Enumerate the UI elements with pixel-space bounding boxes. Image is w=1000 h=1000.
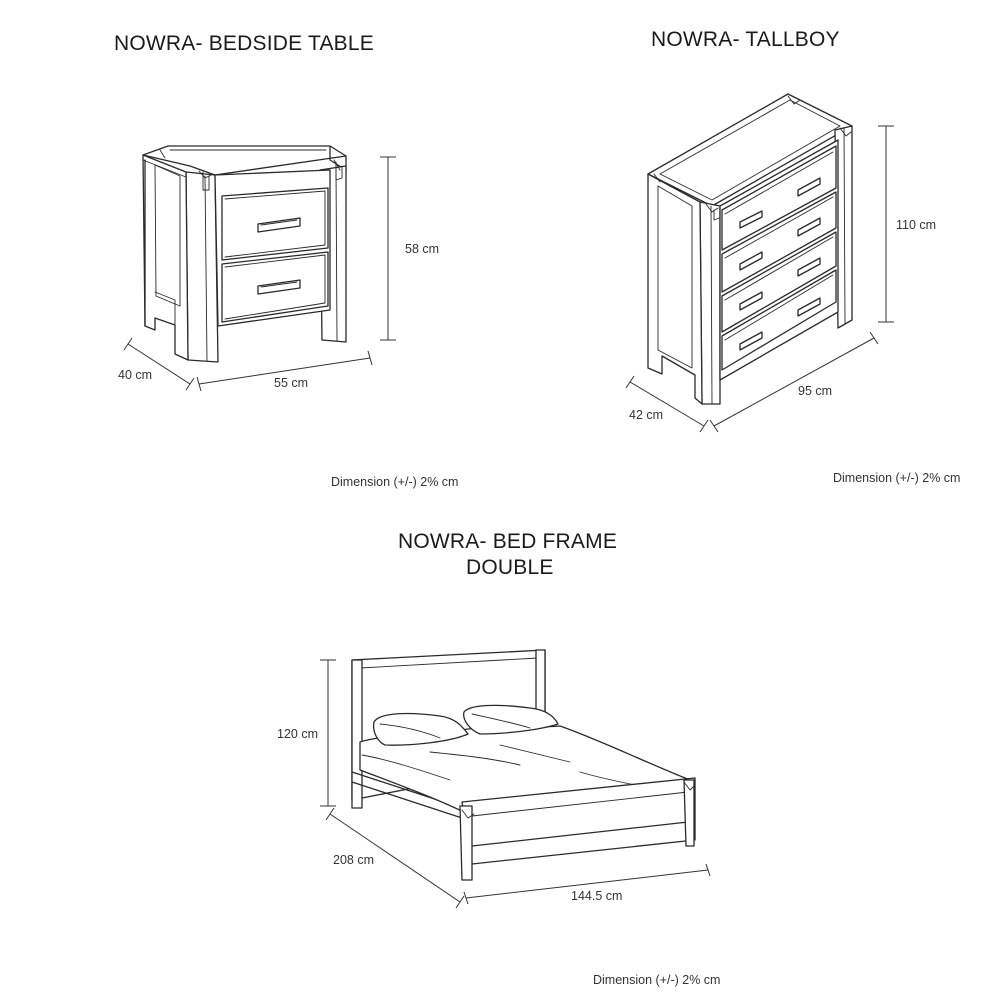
bed-tolerance-note: Dimension (+/-) 2% cm bbox=[593, 973, 721, 987]
tallboy-drawing bbox=[647, 93, 853, 405]
tallboy-title: NOWRA- TALLBOY bbox=[651, 28, 840, 51]
bed-dimension-lines bbox=[320, 659, 711, 909]
bedside-title: NOWRA- BEDSIDE TABLE bbox=[114, 32, 374, 55]
bedside-depth-label: 40 cm bbox=[118, 368, 153, 382]
bedside-width-label: 55 cm bbox=[274, 376, 309, 390]
bed-height-label: 120 cm bbox=[277, 727, 318, 741]
bed-title-line1: NOWRA- BED FRAME bbox=[398, 530, 618, 553]
tallboy-depth-label: 42 cm bbox=[629, 408, 664, 422]
tallboy-dimension-lines bbox=[625, 125, 894, 433]
tallboy-width-label: 95 cm bbox=[798, 384, 833, 398]
bed-width-label: 144.5 cm bbox=[571, 889, 623, 903]
bedside-height-label: 58 cm bbox=[405, 242, 440, 256]
bed-frame-drawing bbox=[351, 649, 696, 881]
bed-length-label: 208 cm bbox=[333, 853, 374, 867]
bedside-dimension-lines bbox=[123, 156, 396, 392]
tallboy-height-label: 110 cm bbox=[896, 218, 937, 232]
bed-title-line2: DOUBLE bbox=[466, 556, 554, 579]
tallboy-tolerance-note: Dimension (+/-) 2% cm bbox=[833, 471, 961, 485]
bedside-tolerance-note: Dimension (+/-) 2% cm bbox=[331, 475, 459, 489]
bedside-table-drawing bbox=[142, 145, 347, 363]
